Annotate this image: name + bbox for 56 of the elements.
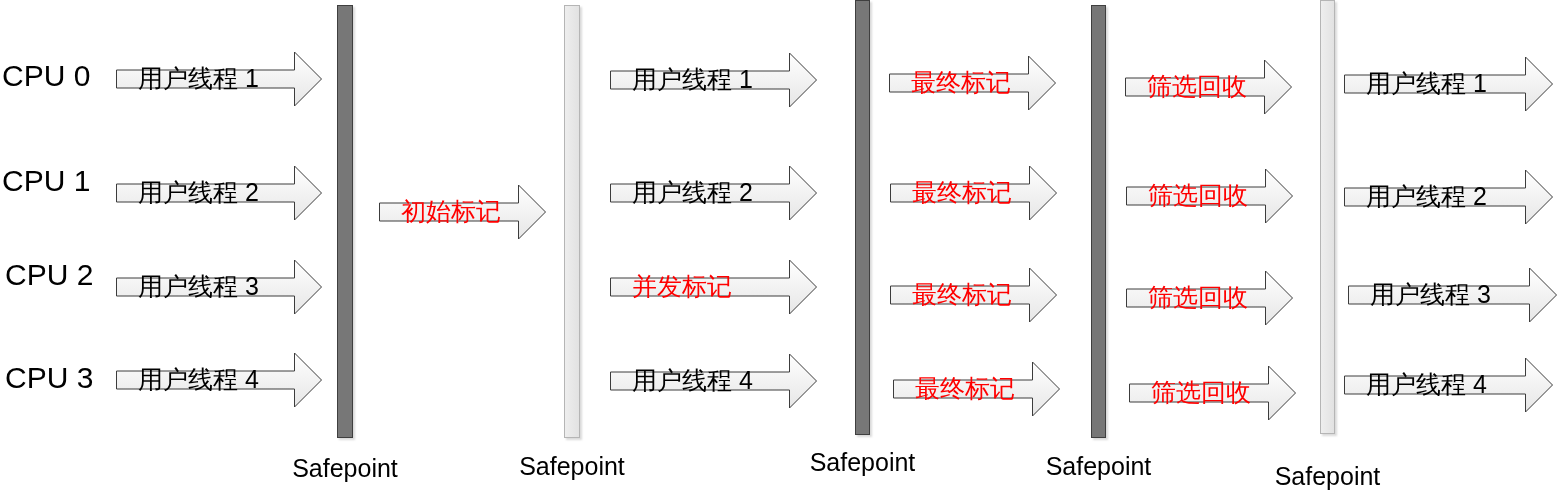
cpu-label: CPU 0 bbox=[2, 58, 91, 94]
safepoint-bar bbox=[564, 5, 580, 438]
edge-label: 用户线程 2 bbox=[138, 178, 259, 206]
safepoint-bar bbox=[337, 5, 353, 438]
safepoint-label: Safepoint bbox=[519, 451, 625, 481]
safepoint-bar bbox=[1091, 5, 1106, 438]
block-arrow bbox=[1125, 59, 1292, 115]
block-arrow bbox=[610, 165, 817, 221]
edge-label: 用户线程 4 bbox=[1366, 370, 1487, 398]
edge-label: 用户线程 3 bbox=[1370, 280, 1491, 308]
edge-label: 筛选回收 bbox=[1151, 378, 1251, 406]
block-arrow bbox=[1126, 168, 1293, 224]
block-arrow bbox=[116, 259, 322, 315]
edge-label: 用户线程 3 bbox=[138, 272, 259, 300]
cpu-label: CPU 1 bbox=[2, 163, 91, 199]
edge-label: 用户线程 4 bbox=[138, 365, 259, 393]
edge-label: 筛选回收 bbox=[1148, 181, 1248, 209]
block-arrow bbox=[610, 259, 817, 315]
edge-label: 最终标记 bbox=[915, 374, 1015, 402]
safepoint-bar bbox=[855, 0, 870, 435]
edge-label: 用户线程 1 bbox=[138, 64, 259, 92]
edge-label: 用户线程 2 bbox=[632, 178, 753, 206]
block-arrow bbox=[890, 165, 1057, 221]
block-arrow bbox=[1344, 357, 1553, 413]
edge-label: 最终标记 bbox=[912, 178, 1012, 206]
edge-label: 用户线程 1 bbox=[1366, 69, 1487, 97]
edge-label: 最终标记 bbox=[912, 280, 1012, 308]
block-arrow bbox=[116, 51, 322, 107]
edge-label: 用户线程 2 bbox=[1366, 182, 1487, 210]
safepoint-bar bbox=[1320, 0, 1335, 434]
edge-label: 并发标记 bbox=[632, 272, 732, 300]
cpu-label: CPU 3 bbox=[5, 360, 94, 396]
edge-label: 筛选回收 bbox=[1147, 72, 1247, 100]
block-arrow bbox=[1348, 267, 1557, 323]
block-arrow bbox=[1126, 270, 1293, 326]
safepoint-label: Safepoint bbox=[809, 447, 916, 477]
edge-label: 最终标记 bbox=[911, 68, 1011, 96]
edge-label: 用户线程 4 bbox=[632, 366, 753, 394]
block-arrow bbox=[610, 353, 817, 409]
edge-label: 初始标记 bbox=[401, 197, 501, 225]
block-arrow bbox=[610, 52, 817, 108]
block-arrow bbox=[1344, 169, 1553, 225]
block-arrow bbox=[116, 165, 322, 221]
block-arrow bbox=[1344, 56, 1553, 112]
safepoint-label: Safepoint bbox=[1045, 451, 1152, 481]
cpu-label: CPU 2 bbox=[5, 257, 94, 293]
block-arrow bbox=[379, 184, 546, 240]
block-arrow bbox=[889, 55, 1056, 111]
edge-label: 筛选回收 bbox=[1148, 283, 1248, 311]
block-arrow bbox=[893, 361, 1060, 417]
block-arrow bbox=[1129, 365, 1296, 421]
block-arrow bbox=[116, 352, 322, 408]
safepoint-label: Safepoint bbox=[1274, 461, 1381, 491]
edge-label: 用户线程 1 bbox=[632, 65, 753, 93]
safepoint-label: Safepoint bbox=[292, 453, 398, 483]
block-arrow bbox=[890, 267, 1057, 323]
